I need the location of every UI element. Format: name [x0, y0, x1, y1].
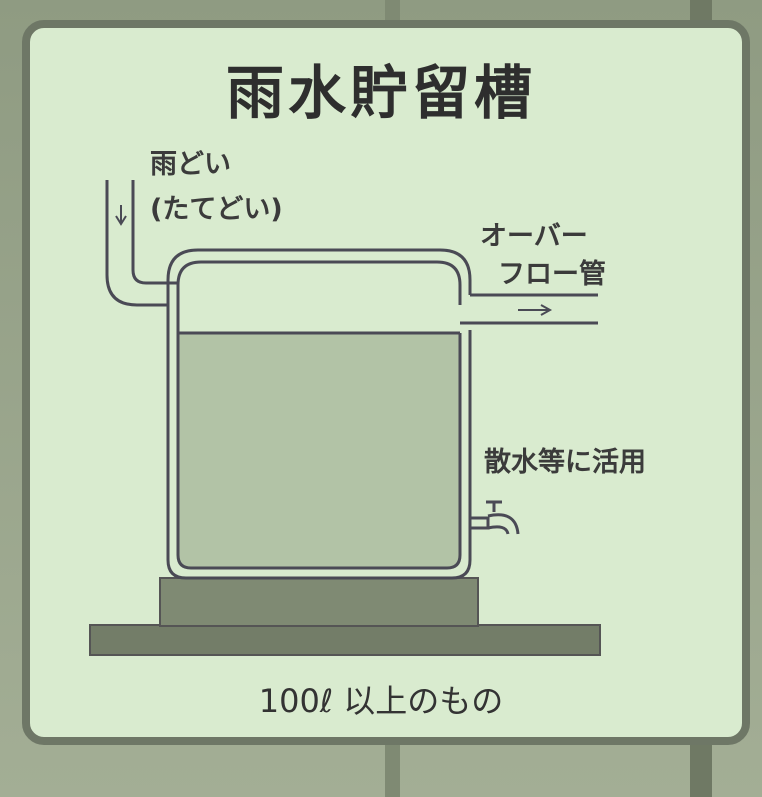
- overflow-pipe-label-line1: オーバー: [480, 221, 588, 252]
- stored-water: [178, 333, 460, 568]
- tank-outer-wall: [166, 305, 472, 580]
- tank-lid-inner: [176, 260, 462, 312]
- ground-slab: [89, 624, 601, 656]
- overflow-pipe-label: オーバー フロー管: [480, 218, 606, 294]
- faucet-icon: [470, 500, 520, 535]
- downspout-label-line1: 雨どい: [150, 149, 231, 180]
- downspout-pipe: [105, 180, 168, 307]
- tank-lid: [166, 248, 472, 305]
- downspout-pipe-inner: [131, 180, 178, 285]
- downspout-label-line2: (たてどい): [150, 194, 283, 225]
- capacity-note: 100ℓ 以上のもの: [258, 682, 504, 720]
- overflow-flow-arrow: [518, 304, 553, 316]
- diagram-title: 雨水貯留槽: [225, 59, 536, 127]
- overflow-pipe-label-line2: フロー管: [498, 259, 606, 290]
- downspout-label: 雨どい (たてどい): [150, 142, 283, 226]
- downspout-flow-arrow: [115, 205, 127, 226]
- tank-inner-wall: [176, 312, 462, 570]
- tank-base: [159, 577, 479, 627]
- usage-label: 散水等に活用: [484, 447, 646, 478]
